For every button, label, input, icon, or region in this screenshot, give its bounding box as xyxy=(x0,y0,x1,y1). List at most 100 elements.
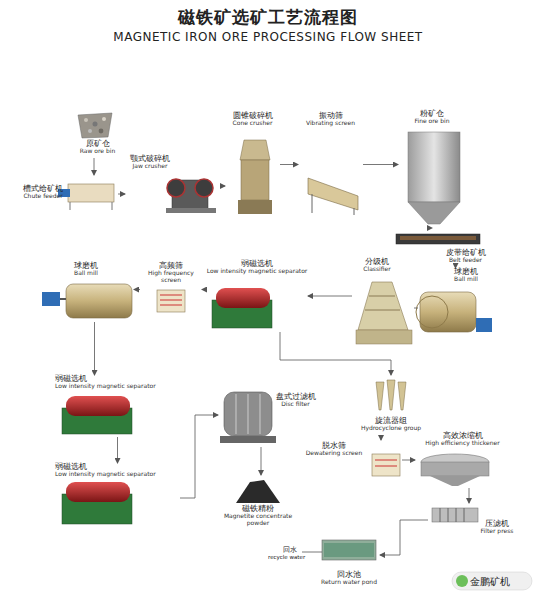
equipment-label: 旋流器组Hydrocyclone group xyxy=(360,417,422,432)
equipment-name-en: Magnetite concentrate powder xyxy=(212,513,304,526)
equipment-label: 高频筛High frequency screen xyxy=(140,262,202,283)
equipment-name-cn: 球磨机 xyxy=(436,268,496,276)
flow-connector xyxy=(469,488,470,503)
equipment-name-cn: 皮带给矿机 xyxy=(438,249,493,257)
equipment-name-cn: 脱水筛 xyxy=(300,442,368,450)
subtitle: MAGNETIC IRON ORE PROCESSING FLOW SHEET xyxy=(0,30,536,44)
equipment-name-cn: 振动筛 xyxy=(298,112,363,120)
equipment-label: 高效浓缩机High efficiency thickener xyxy=(415,432,510,447)
note-label: 回水 xyxy=(283,545,303,555)
equipment-name-en: Ball mill xyxy=(38,270,134,276)
equipment-name-cn: 弱磁选机 xyxy=(206,260,308,268)
diagram-title: 磁铁矿选矿工艺流程图 xyxy=(0,6,536,29)
equipment-name-en: Belt feeder xyxy=(438,257,493,263)
flow-connector xyxy=(280,332,391,375)
equipment-name-cn: 旋流器组 xyxy=(360,417,422,425)
equipment-label: 槽式给矿机Chute feeder xyxy=(18,185,68,200)
equipment-node: 弱磁选机Low intensity magnetic separator xyxy=(206,260,308,332)
equipment-name-cn: 粉矿仓 xyxy=(398,110,466,118)
equipment-name-en: Raw ore bin xyxy=(70,148,125,154)
equipment-node: 球磨机Ball mill xyxy=(38,262,134,322)
equipment-name-cn: 高频筛 xyxy=(140,262,202,270)
flow-connector xyxy=(94,322,95,375)
equipment-name-cn: 槽式给矿机 xyxy=(18,185,68,193)
equipment-node: 分级机Classifier xyxy=(352,258,414,348)
watermark: 金鹏矿机 xyxy=(470,575,530,589)
equipment-label: 颚式破碎机Jaw crusher xyxy=(125,155,175,170)
equipment-node: 球磨机Ball mill xyxy=(418,268,496,348)
equipment-label: 磁铁精粉Magnetite concentrate powder xyxy=(212,505,304,526)
flow-connector xyxy=(280,164,298,165)
equipment-node: 振动筛Vibrating screen xyxy=(298,112,363,217)
equipment-node: 旋流器组Hydrocyclone group xyxy=(360,375,422,435)
flow-connector xyxy=(261,447,262,475)
flow-connector xyxy=(380,520,428,555)
equipment-name-cn: 圆锥破碎机 xyxy=(225,112,280,120)
flow-connector xyxy=(94,158,95,175)
equipment-label: 粉矿仓Fine ore bin xyxy=(398,110,466,125)
equipment-node: 弱磁选机Low intensity magnetic separator xyxy=(55,375,180,437)
equipment-label: 脱水筛Dewatering screen xyxy=(300,442,368,457)
equipment-name-en: Jaw crusher xyxy=(125,163,175,169)
equipment-label: 原矿仓Raw ore bin xyxy=(70,140,125,155)
equipment-name-en: Classifier xyxy=(352,266,402,272)
equipment-name-cn: 磁铁精粉 xyxy=(212,505,304,513)
equipment-name-cn: 弱磁选机 xyxy=(55,375,180,383)
equipment-name-en: Cone crusher xyxy=(225,120,280,126)
flow-connector xyxy=(202,289,206,290)
equipment-name-en: Dewatering screen xyxy=(300,450,368,456)
equipment-node: 脱水筛Dewatering screen xyxy=(300,440,402,480)
flow-connector xyxy=(402,460,415,461)
equipment-node: 弱磁选机Low intensity magnetic separator xyxy=(55,463,180,533)
equipment-node: 磁铁精粉Magnetite concentrate powder xyxy=(212,475,304,523)
equipment-node: 皮带给矿机Belt feeder xyxy=(393,228,493,266)
equipment-label: 皮带给矿机Belt feeder xyxy=(438,249,493,264)
equipment-name-en: High efficiency thickener xyxy=(415,440,510,446)
equipment-name-cn: 高效浓缩机 xyxy=(415,432,510,440)
equipment-name-en: Fine ore bin xyxy=(398,118,466,124)
equipment-label: 压滤机Filter press xyxy=(476,520,518,535)
equipment-name-en: Low intensity magnetic separator xyxy=(55,383,180,389)
flow-connector xyxy=(414,308,418,309)
equipment-name-cn: 球磨机 xyxy=(38,262,134,270)
equipment-name-en: Return water pond xyxy=(318,579,380,585)
equipment-node: 高效浓缩机High efficiency thickener xyxy=(415,432,510,488)
equipment-name-en: High frequency screen xyxy=(140,270,202,283)
flow-connector xyxy=(220,186,225,187)
flow-connector xyxy=(180,415,218,498)
equipment-label: 弱磁选机Low intensity magnetic separator xyxy=(206,260,308,275)
equipment-node: 高频筛High frequency screen xyxy=(140,262,202,317)
equipment-node: 回水池Return water pond xyxy=(318,535,380,587)
equipment-label: 分级机Classifier xyxy=(352,258,402,273)
flow-connector xyxy=(134,289,140,290)
flow-connector xyxy=(308,296,352,297)
equipment-label: 振动筛Vibrating screen xyxy=(298,112,363,127)
equipment-node: 压滤机Filter press xyxy=(428,503,520,538)
equipment-node: 盘式过滤机Disc filter xyxy=(218,383,318,447)
equipment-name-cn: 压滤机 xyxy=(476,520,518,528)
flow-connector xyxy=(381,435,382,440)
equipment-name-en: Disc filter xyxy=(273,401,318,407)
equipment-name-en: Low intensity magnetic separator xyxy=(206,268,308,274)
equipment-name-cn: 分级机 xyxy=(352,258,402,266)
equipment-name-cn: 颚式破碎机 xyxy=(125,155,175,163)
equipment-node: 颚式破碎机Jaw crusher xyxy=(125,155,220,217)
equipment-name-en: Ball mill xyxy=(436,276,496,282)
equipment-label: 圆锥破碎机Cone crusher xyxy=(225,112,280,127)
equipment-name-cn: 盘式过滤机 xyxy=(273,393,318,401)
note-label: recycle water xyxy=(268,554,308,560)
equipment-name-en: Vibrating screen xyxy=(298,120,363,126)
equipment-name-en: Hydrocyclone group xyxy=(360,425,422,431)
equipment-label: 弱磁选机Low intensity magnetic separator xyxy=(55,375,180,390)
equipment-label: 回水池Return water pond xyxy=(318,571,380,586)
equipment-label: 球磨机Ball mill xyxy=(436,268,496,283)
equipment-label: 弱磁选机Low intensity magnetic separator xyxy=(55,463,180,478)
equipment-node: 原矿仓Raw ore bin xyxy=(70,110,125,158)
equipment-name-cn: 弱磁选机 xyxy=(55,463,180,471)
equipment-name-cn: 回水池 xyxy=(318,571,380,579)
equipment-name-en: Chute feeder xyxy=(18,193,68,199)
flow-connector xyxy=(363,164,398,165)
equipment-node: 圆锥破碎机Cone crusher xyxy=(225,112,280,217)
equipment-name-cn: 原矿仓 xyxy=(70,140,125,148)
